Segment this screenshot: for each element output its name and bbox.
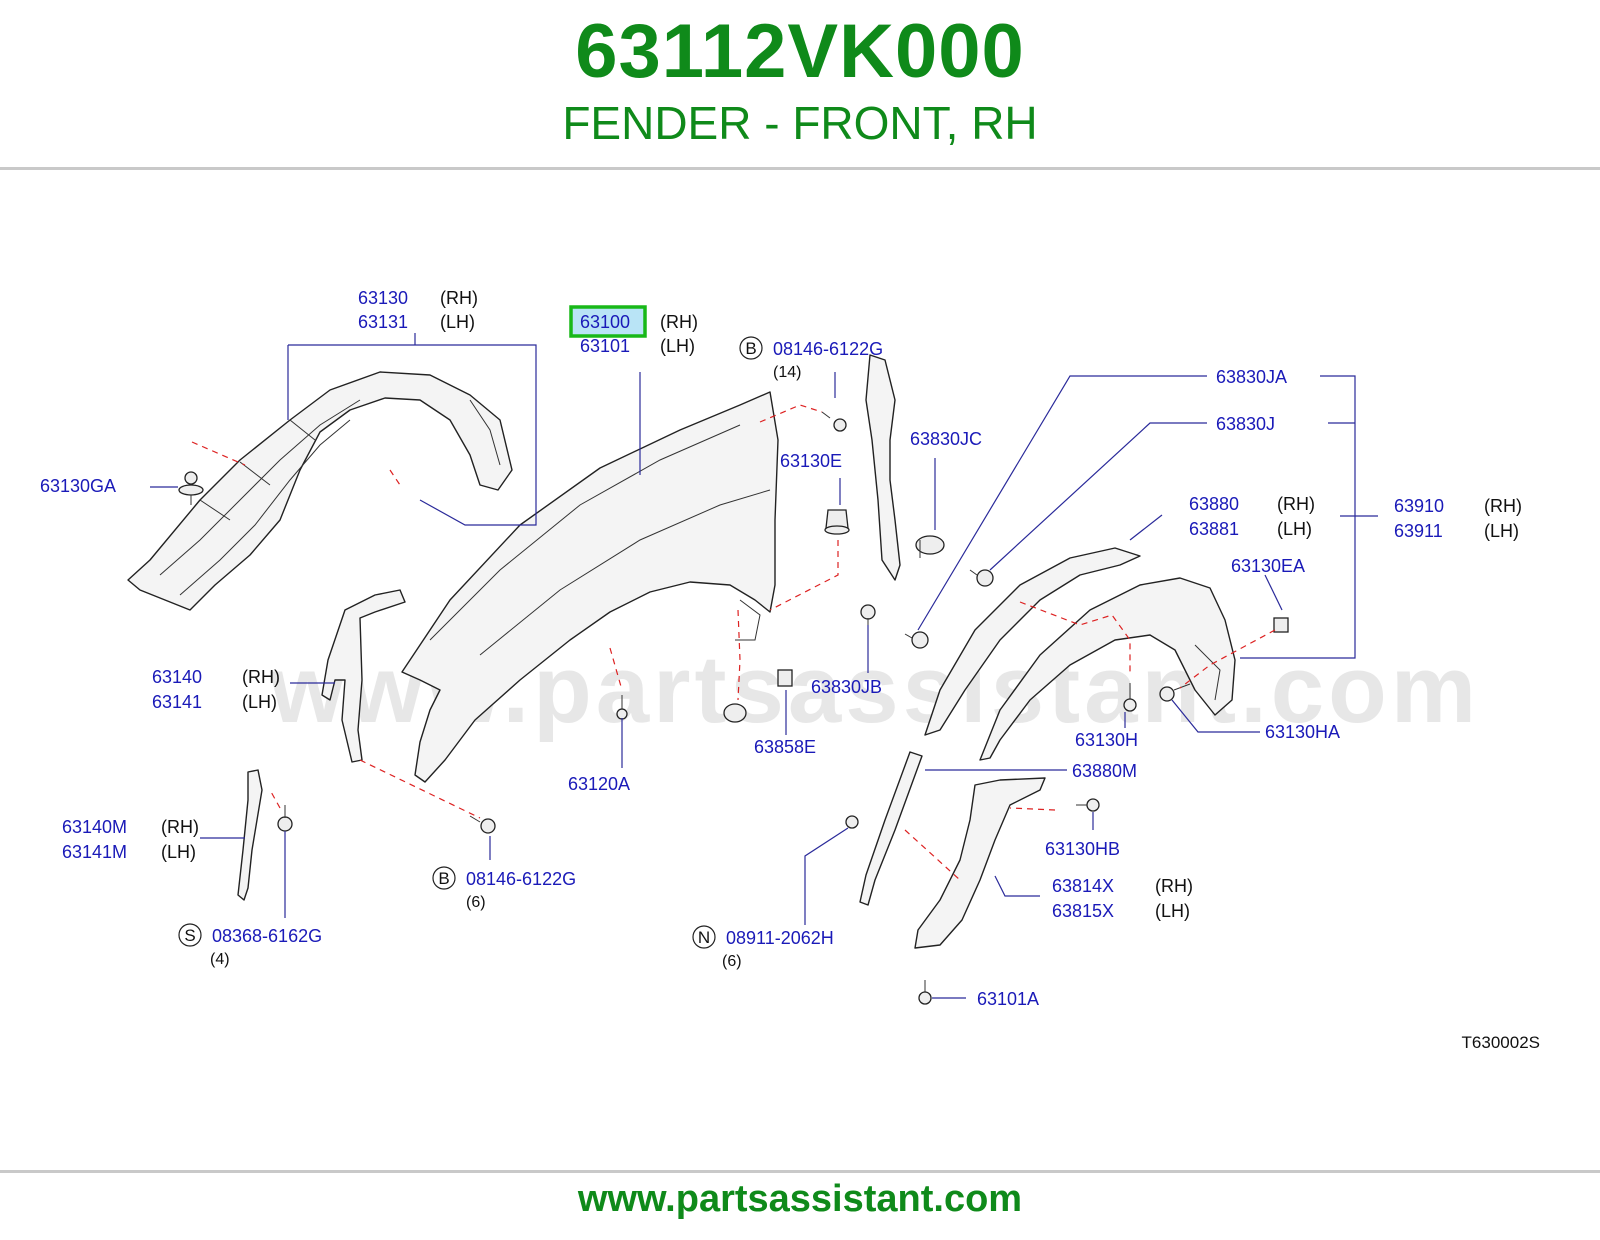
callout-63101-side: (LH): [660, 336, 695, 356]
callout-08146-bottom-number[interactable]: 08146-6122G: [466, 869, 576, 889]
clip-63130E-icon: [824, 509, 850, 535]
callout-63880M-number[interactable]: 63880M: [1072, 761, 1137, 781]
callout-63100-side: (RH): [660, 312, 698, 332]
fender-moulding-part: [859, 751, 923, 906]
clip-63858E-grommet-icon: [723, 703, 747, 723]
callout-63910-number[interactable]: 63910: [1394, 496, 1444, 516]
callout-08146-bottom-badge: [432, 866, 456, 890]
callout-63858E-number[interactable]: 63858E: [754, 737, 816, 757]
screw-63120A-icon: [616, 695, 628, 720]
callout-63910-side: (RH): [1484, 496, 1522, 516]
clip-63830JA-icon: [904, 631, 929, 649]
callout-63140-number[interactable]: 63140: [152, 667, 202, 687]
callout-63140M-side: (RH): [161, 817, 199, 837]
callout-08368-letter: S: [184, 926, 195, 945]
screw-63130HA-icon: [1159, 683, 1191, 702]
callout-63140M-number[interactable]: 63140M: [62, 817, 127, 837]
bolt-08368-icon: [277, 805, 293, 832]
callout-08146-top-number[interactable]: 08146-6122G: [773, 339, 883, 359]
callout-08146-bottom-letter: B: [438, 869, 449, 888]
callout-63911-side: (LH): [1484, 521, 1519, 541]
callout-63881-number[interactable]: 63881: [1189, 519, 1239, 539]
footer-website-link[interactable]: www.partsassistant.com: [577, 1178, 1023, 1220]
clip-63130GA-icon: [178, 471, 204, 505]
diagram-reference-code: T630002S: [1462, 1033, 1540, 1052]
callout-63140-side: (RH): [242, 667, 280, 687]
callout-63880-side: (RH): [1277, 494, 1315, 514]
callout-63814X-number[interactable]: 63814X: [1052, 876, 1114, 896]
clip-63858E-icon: [777, 669, 793, 687]
leader-lines: [150, 333, 1378, 999]
part-name-subtitle: FENDER - FRONT, RH: [562, 97, 1038, 149]
part-number-title: 63112VK000: [575, 9, 1025, 94]
nut-08911-icon: [845, 815, 859, 829]
clip-63830JB-icon: [860, 604, 876, 625]
callout-63131-side: (LH): [440, 312, 475, 332]
front-fender-part: [401, 391, 779, 783]
bolt-top-icon: [821, 411, 847, 432]
callout-63830J-number[interactable]: 63830J: [1216, 414, 1275, 434]
callout-63101A-number[interactable]: 63101A: [977, 989, 1039, 1009]
fender-liner-part: [127, 371, 513, 611]
callout-63911-number[interactable]: 63911: [1394, 521, 1443, 541]
bolt-63101A-icon: [918, 980, 932, 1005]
callout-63141-side: (LH): [242, 692, 277, 712]
callout-63130-number[interactable]: 63130: [358, 288, 408, 308]
highlight-box-63100: [569, 305, 647, 338]
callout-63830JB-number[interactable]: 63830JB: [811, 677, 882, 697]
callout-63815X-side: (LH): [1155, 901, 1190, 921]
callout-63141M-side: (LH): [161, 842, 196, 862]
callout-63880-number[interactable]: 63880: [1189, 494, 1239, 514]
callout-63130E-number[interactable]: 63130E: [780, 451, 842, 471]
callout-63131-number[interactable]: 63131: [358, 312, 408, 332]
callout-63130EA-number[interactable]: 63130EA: [1231, 556, 1305, 576]
callout-63120A-number[interactable]: 63120A: [568, 774, 630, 794]
wheel-arch-moulding-part: [924, 547, 1141, 736]
callout-08368-number[interactable]: 08368-6162G: [212, 926, 322, 946]
callout-63881-side: (LH): [1277, 519, 1312, 539]
header-divider: [0, 167, 1600, 170]
callout-08911-number[interactable]: 08911-2062H: [726, 928, 834, 948]
fender-bracket-part: [321, 589, 406, 763]
clip-63830J-icon: [969, 569, 994, 587]
callout-08911-letter: N: [698, 928, 710, 947]
fender-protector-part: [914, 777, 1046, 949]
screw-63130HB-icon: [1076, 798, 1100, 812]
callout-08911-qty: (6): [722, 953, 742, 970]
callout-08146-top-qty: (14): [773, 364, 801, 381]
callout-08368-badge: [178, 923, 202, 947]
callout-63101-number[interactable]: 63101: [580, 336, 630, 356]
callout-63130HA-number[interactable]: 63130HA: [1265, 722, 1340, 742]
bolt-bottom-icon: [469, 815, 496, 834]
callout-63830JA-number[interactable]: 63830JA: [1216, 367, 1287, 387]
callout-08146-top-badge: [739, 336, 763, 360]
callout-08911-badge: [692, 925, 716, 949]
clip-63130EA-icon: [1273, 617, 1289, 633]
fender-flare-part: [979, 577, 1236, 761]
clip-63830JC-icon: [915, 535, 945, 558]
callout-63141M-number[interactable]: 63141M: [62, 842, 127, 862]
fender-seal-part: [865, 354, 901, 581]
callout-63814X-side: (RH): [1155, 876, 1193, 896]
callout-08146-top-letter: B: [745, 339, 756, 358]
callout-08146-bottom-qty: (6): [466, 894, 486, 911]
callout-63141-number[interactable]: 63141: [152, 692, 202, 712]
fender-stay-part: [237, 769, 263, 901]
page-header: 63112VK000 FENDER - FRONT, RH: [0, 0, 1600, 168]
callout-63130-side: (RH): [440, 288, 478, 308]
callout-63815X-number[interactable]: 63815X: [1052, 901, 1114, 921]
callout-08368-qty: (4): [210, 951, 230, 968]
footer-divider: [0, 1170, 1600, 1173]
screw-63130H-icon: [1123, 683, 1137, 712]
callout-63830JC-number[interactable]: 63830JC: [910, 429, 982, 449]
callout-63100-number[interactable]: 63100: [580, 312, 630, 332]
callout-63130HB-number[interactable]: 63130HB: [1045, 839, 1120, 859]
callout-63130GA-number[interactable]: 63130GA: [40, 476, 116, 496]
callout-63130H-number[interactable]: 63130H: [1075, 730, 1138, 750]
